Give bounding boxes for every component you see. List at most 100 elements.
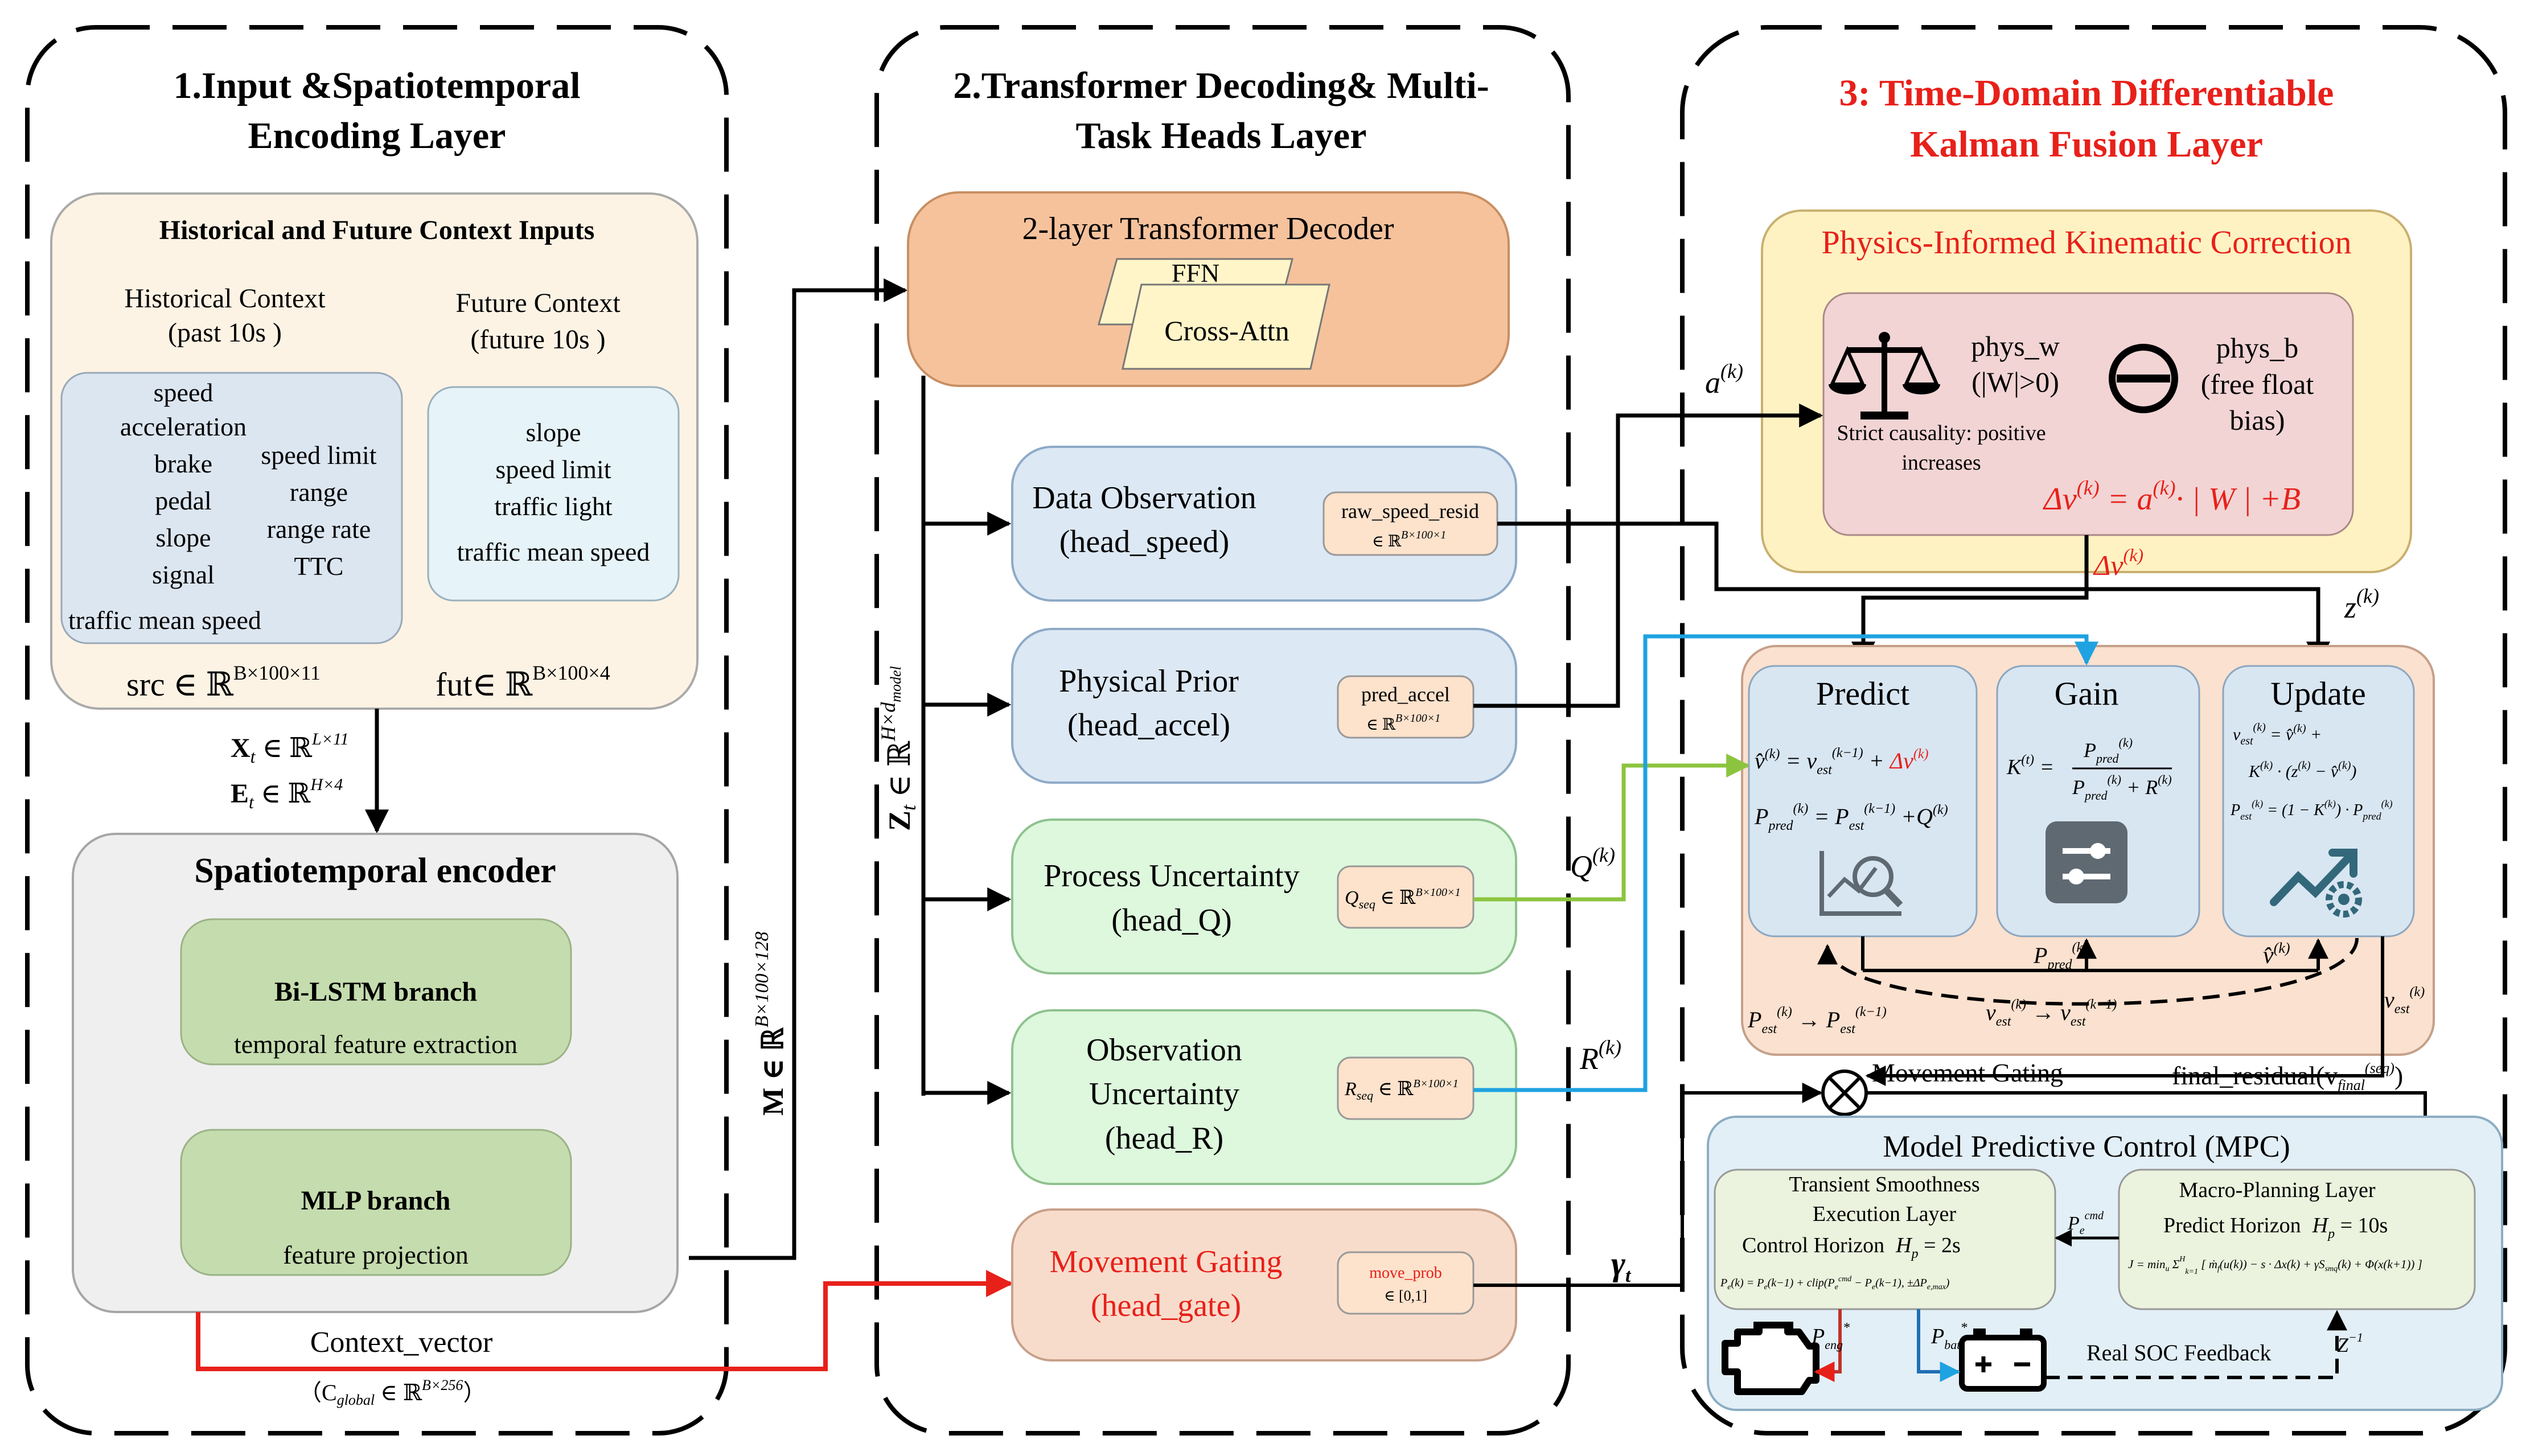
- hist-feature-speed: speed: [154, 378, 213, 407]
- fut-feature-speed-limit: speed limit: [495, 455, 611, 484]
- hist-feature-signal: signal: [152, 560, 215, 589]
- phys-b-desc-line2: bias): [2229, 404, 2285, 436]
- future-context-period: (future 10s ): [470, 324, 605, 355]
- head-gate-output-chip: [1337, 1251, 1474, 1315]
- fut-shape-label: fut∈ ℝB×100×4: [436, 661, 610, 703]
- layer1-frame: [25, 25, 729, 1436]
- transient-equation: Pe(k) = Pe(k−1) + clip(Pecmd − Pe(k−1), …: [1720, 1275, 1950, 1292]
- layer2-title-line1: 2.Transformer Decoding& Multi-: [953, 65, 1489, 106]
- ffn-label: FFN: [1172, 258, 1219, 287]
- kalman-to-gating-line: [1865, 1055, 2384, 1086]
- p-eng-label: Peng*: [1811, 1321, 1850, 1352]
- r-to-gain-line: [1473, 634, 2098, 1092]
- head-speed-output-name: raw_speed_resid: [1341, 500, 1479, 523]
- gain-numerator: Ppred(k): [2083, 735, 2133, 766]
- head-gate-output-name: move_prob: [1369, 1264, 1442, 1282]
- speed-to-update-line: [1497, 521, 2330, 666]
- hist-feature-speed-limit: speed limit: [261, 441, 376, 470]
- bilstm-branch-title: Bi-LSTM branch: [274, 977, 477, 1007]
- predict-equation-1: v̂(k) = vest(k−1) + Δv(k): [1755, 746, 1929, 778]
- head-speed-subtitle: (head_speed): [1059, 524, 1230, 560]
- head-q-title: Process Uncertainty: [1044, 858, 1299, 894]
- head-r-title-cont: Uncertainty: [1089, 1076, 1239, 1112]
- z-k-label: z(k): [2344, 585, 2379, 624]
- update-title: Update: [2270, 675, 2366, 712]
- head-q-subtitle: (head_Q): [1111, 903, 1231, 938]
- cross-attn-label: Cross-Attn: [1164, 315, 1289, 347]
- et-shape-label: Et ∈ ℝH×4: [231, 775, 343, 812]
- head-r-subtitle: (head_R): [1105, 1121, 1223, 1156]
- context-vector-line: [196, 1270, 1013, 1371]
- head-accel-output-shape: ∈ ℝB×100×1: [1366, 712, 1440, 734]
- engine-icon: [1722, 1322, 1819, 1395]
- delta-v-equation: Δv(k) = a(k)· | W | +B: [2043, 476, 2301, 517]
- src-shape-label: src ∈ ℝB×100×11: [126, 661, 321, 703]
- transient-title-line2: Execution Layer: [1813, 1202, 1957, 1226]
- head-r-box: [1011, 1009, 1517, 1185]
- mlp-branch-title: MLP branch: [301, 1186, 451, 1216]
- head-r-title: Observation: [1086, 1033, 1242, 1068]
- z-shape-label: Zt ∈ ℝH×dmodel: [877, 666, 920, 831]
- hist-feature-range-rate: range rate: [267, 515, 371, 544]
- phys-b-label: phys_b: [2216, 332, 2298, 364]
- vest-output-label: vest(k): [2384, 985, 2425, 1017]
- head-speed-title: Data Observation: [1032, 480, 1256, 516]
- predict-equation-2: Ppred(k) = Pest(k−1) +Q(k): [1754, 801, 1948, 833]
- gain-k: K(t) =: [2006, 752, 2054, 779]
- gate-to-gating-line: [1473, 1083, 1823, 1287]
- battery-icon: [1959, 1329, 2047, 1392]
- hist-feature-pedal: pedal: [155, 486, 212, 515]
- multiply-operator-icon: [1821, 1070, 1868, 1116]
- head-gate-subtitle: (head_gate): [1091, 1288, 1241, 1323]
- phys-w-label: phys_w: [1971, 330, 2060, 362]
- layer3-frame: [1680, 25, 2507, 1436]
- encoder-to-decoder-line: [689, 278, 908, 1260]
- head-accel-subtitle: (head_accel): [1067, 708, 1230, 743]
- causality-note-line2: increases: [1901, 451, 1981, 475]
- head-q-output-chip: [1337, 865, 1474, 929]
- physics-correction-title: Physics-Informed Kinematic Correction: [1822, 224, 2352, 261]
- accel-to-physics-line: [1473, 404, 1823, 708]
- gain-denominator: Ppred(k) + R(k): [2072, 772, 2172, 803]
- cglobal-shape-label: （Cglobal ∈ ℝB×256）: [299, 1377, 486, 1408]
- q-k-label: Q(k): [1570, 844, 1615, 883]
- layer3-title-line1: 3: Time-Domain Differentiable: [1839, 72, 2334, 114]
- trend-gear-icon: [2270, 849, 2362, 918]
- movement-gating-label: Movement Gating: [1872, 1058, 2063, 1087]
- xt-shape-label: Xt ∈ ℝL×11: [231, 730, 349, 767]
- transformer-decoder-title: 2-layer Transformer Decoder: [1022, 211, 1394, 246]
- head-gate-title: Movement Gating: [1049, 1244, 1282, 1280]
- physics-to-predict-line: [1851, 535, 2089, 666]
- gain-title: Gain: [2055, 675, 2119, 712]
- hist-feature-range: range: [290, 478, 348, 507]
- layer1-title-line2: Encoding Layer: [248, 115, 506, 157]
- hist-feature-ttc: TTC: [294, 552, 344, 581]
- future-context-box: [427, 386, 680, 602]
- phys-b-desc-line1: (free float: [2201, 368, 2314, 400]
- head-q-output: Qseq ∈ ℝB×100×1: [1345, 886, 1461, 911]
- z-inverse-label: Z−1: [2337, 1330, 2363, 1356]
- fut-feature-slope: slope: [525, 418, 581, 447]
- causality-note-line1: Strict causality: positive: [1837, 421, 2046, 445]
- ppred-label: Ppred(k): [2033, 940, 2087, 972]
- hist-feature-slope: slope: [155, 523, 211, 552]
- sliders-icon: [2046, 821, 2127, 903]
- cross-attn-layer: [1122, 283, 1330, 370]
- hist-feature-traffic-mean-speed: traffic mean speed: [68, 606, 261, 635]
- spatiotemporal-encoder-title: Spatiotemporal encoder: [194, 852, 556, 890]
- historical-context-box: [60, 372, 403, 644]
- mlp-branch-box: [180, 1129, 572, 1276]
- mlp-branch-subtitle: feature projection: [283, 1240, 469, 1269]
- q-to-predict-line: [1473, 754, 1751, 902]
- soc-feedback-label: Real SOC Feedback: [2086, 1340, 2271, 1365]
- layer2-title-line2: Task Heads Layer: [1076, 115, 1367, 157]
- context-vector-label: Context_vector: [310, 1326, 493, 1359]
- transient-to-battery-line: [1917, 1309, 1961, 1382]
- macro-equation: J = minu ΣHk=1 [ ṁf(u(k)) − s · Δx(k) + …: [2128, 1255, 2422, 1276]
- macro-title: Macro-Planning Layer: [2179, 1178, 2375, 1202]
- head-q-box: [1011, 819, 1517, 974]
- vest-recursion-label: vest(k) → vest(k−1): [1986, 997, 2117, 1029]
